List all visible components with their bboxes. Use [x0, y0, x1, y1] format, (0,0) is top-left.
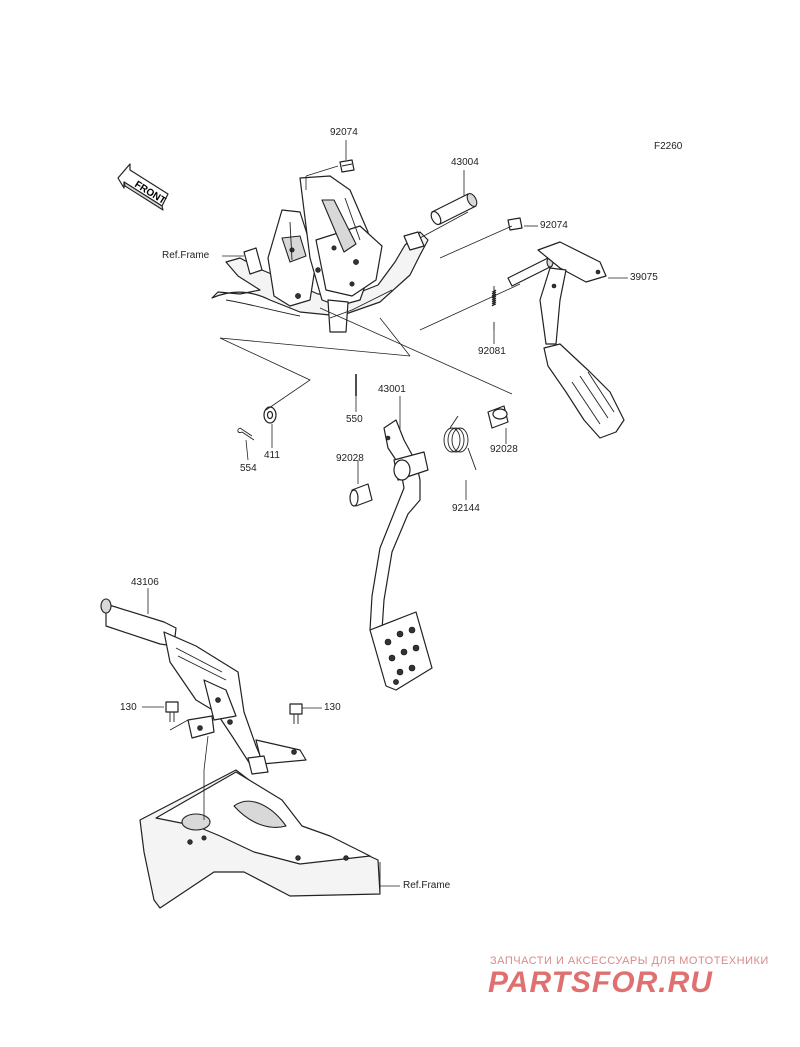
- callout-43001: 43001: [378, 384, 406, 395]
- pin-43004: [430, 192, 478, 226]
- diagram-code: F2260: [654, 141, 683, 152]
- watermark-brand: PARTSFOR.RU: [488, 966, 713, 999]
- leader-lines: [142, 140, 628, 887]
- throttle-pedal-39075: [507, 241, 625, 439]
- callout-ref-frame-top: Ref.Frame: [162, 250, 210, 261]
- spring-92144: [443, 415, 477, 471]
- nut-92074-right: [507, 217, 523, 231]
- washer-411: [263, 406, 277, 424]
- brake-pedal-43001: [369, 419, 433, 691]
- bolt-130-right: [289, 703, 303, 724]
- callout-92028-right: 92028: [490, 444, 518, 455]
- parking-brake-lever-43106: [100, 598, 307, 775]
- bushing-92028-left: [349, 483, 373, 507]
- spring-92081: [491, 286, 497, 330]
- callout-130-left: 130: [120, 702, 137, 713]
- callout-92028-left: 92028: [336, 453, 364, 464]
- lever-bracket: [187, 715, 215, 739]
- cotter-pin-554: [237, 427, 255, 441]
- callout-411: 411: [264, 450, 280, 461]
- bushing-92028-right: [487, 405, 509, 429]
- lower-frame: [139, 769, 381, 909]
- callout-92074-top: 92074: [330, 127, 358, 138]
- callout-92081: 92081: [478, 346, 506, 357]
- bolt-130-left: [165, 701, 179, 722]
- callout-43004: 43004: [451, 157, 479, 168]
- callout-92074-right: 92074: [540, 220, 568, 231]
- watermark-tagline: ЗАПЧАСТИ И АКСЕССУАРЫ ДЛЯ МОТОТЕХНИКИ: [490, 955, 769, 967]
- callout-130-right: 130: [324, 702, 341, 713]
- pedal-bracket: [211, 175, 429, 333]
- callout-554: 554: [240, 463, 257, 474]
- callout-ref-frame-bottom: Ref.Frame: [403, 880, 451, 891]
- front-arrow-icon: FRONT: [117, 163, 169, 211]
- callout-39075: 39075: [630, 272, 658, 283]
- callout-550: 550: [346, 414, 363, 425]
- callout-43106: 43106: [131, 577, 159, 588]
- nut-92074-top: [339, 159, 355, 173]
- callout-92144: 92144: [452, 503, 480, 514]
